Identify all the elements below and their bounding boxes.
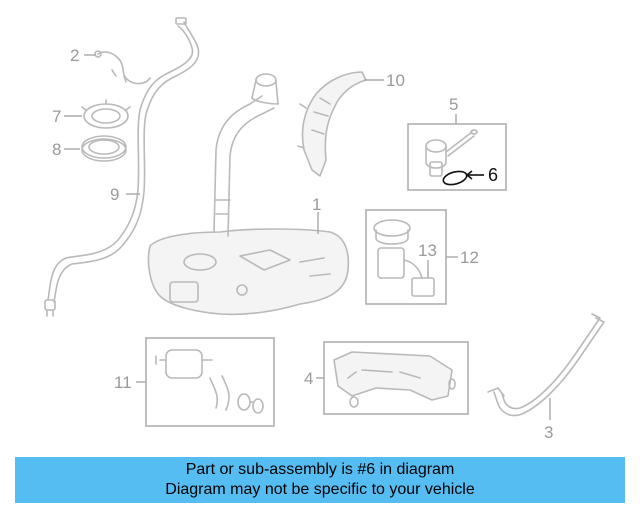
callout-7: 7 [52, 107, 61, 126]
callout-6-arrow [465, 170, 473, 180]
info-banner: Part or sub-assembly is #6 in diagram Di… [15, 457, 625, 503]
callout-5: 5 [449, 95, 458, 114]
part-9-vent-line [44, 17, 200, 317]
part-3-strap [487, 313, 605, 417]
callout-10: 10 [386, 71, 405, 90]
part-5-box [407, 123, 507, 191]
callout-6: 6 [488, 165, 498, 185]
callout-8: 8 [52, 140, 61, 159]
callout-4: 4 [304, 369, 313, 388]
part-7-lock-ring [81, 99, 131, 129]
banner-line-1: Part or sub-assembly is #6 in diagram [185, 461, 455, 478]
part-5-sender-unit [425, 129, 478, 177]
part-6-o-ring [442, 170, 468, 186]
part-1-fuel-tank [147, 73, 350, 316]
part-8-gasket [81, 135, 127, 162]
part-11-box [145, 337, 275, 427]
part-10-heat-shield [297, 71, 367, 177]
callout-9: 9 [110, 185, 119, 204]
callout-11: 11 [114, 373, 132, 392]
callout-2: 2 [70, 46, 79, 65]
callout-12: 12 [460, 248, 479, 267]
callout-13: 13 [418, 241, 437, 260]
callout-1: 1 [312, 195, 321, 214]
part-2-cable [94, 50, 151, 85]
part-4-bracket [333, 351, 456, 408]
banner-line-2: Diagram may not be specific to your vehi… [165, 481, 475, 498]
callout-3: 3 [544, 423, 553, 442]
part-11-fuel-filter [155, 349, 264, 414]
part-12-pump-module [373, 219, 435, 297]
